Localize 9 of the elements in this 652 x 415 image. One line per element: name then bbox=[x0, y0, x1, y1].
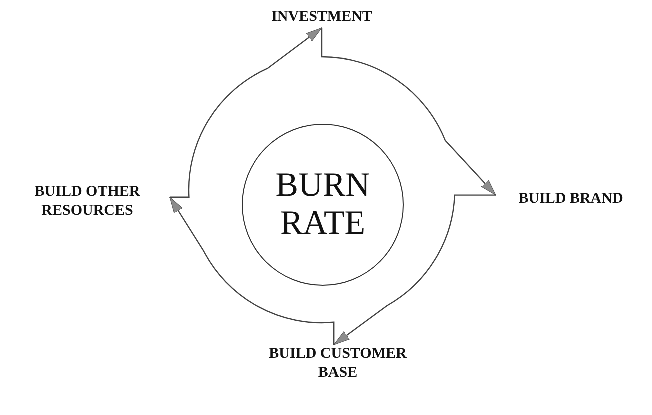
arrow bbox=[334, 194, 496, 346]
stage-label: BUILD BRAND bbox=[496, 190, 646, 210]
stage-label: BUILD OTHER RESOURCES bbox=[5, 183, 170, 223]
stage-label: BUILD CUSTOMER BASE bbox=[253, 345, 423, 385]
arrow bbox=[170, 197, 335, 345]
arrow bbox=[321, 28, 496, 196]
center-circle: BURN RATE bbox=[242, 124, 404, 286]
arrow bbox=[170, 28, 322, 198]
stage-label: INVESTMENT bbox=[252, 8, 392, 28]
